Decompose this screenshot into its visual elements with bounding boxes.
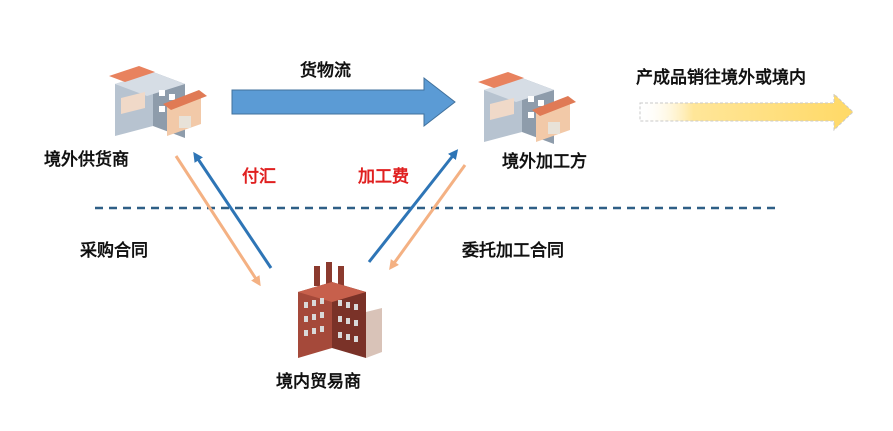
export-arrow <box>639 92 854 132</box>
payment-arrow <box>193 151 273 269</box>
overseas-supplier-label: 境外供货商 <box>44 150 129 170</box>
export-label: 产成品销往境外或境内 <box>636 68 806 88</box>
payment-label: 付汇 <box>242 167 276 187</box>
processor-factory-icon <box>478 72 576 144</box>
purchase-contract-label: 采购合同 <box>80 241 148 261</box>
processing-fee-arrow <box>367 149 459 263</box>
processing-contract-label: 委托加工合同 <box>462 241 564 261</box>
purchase-contract-arrow <box>174 155 261 287</box>
processing-contract-arrow <box>389 164 467 271</box>
supplier-factory-icon <box>109 66 207 138</box>
trader-factory-icon <box>298 262 382 358</box>
overseas-processor-label: 境外加工方 <box>502 152 587 172</box>
domestic-trader-label: 境内贸易商 <box>276 372 361 392</box>
goods-flow-arrow <box>231 76 456 128</box>
processing-fee-label: 加工费 <box>358 167 409 187</box>
goods-flow-label: 货物流 <box>300 61 351 81</box>
